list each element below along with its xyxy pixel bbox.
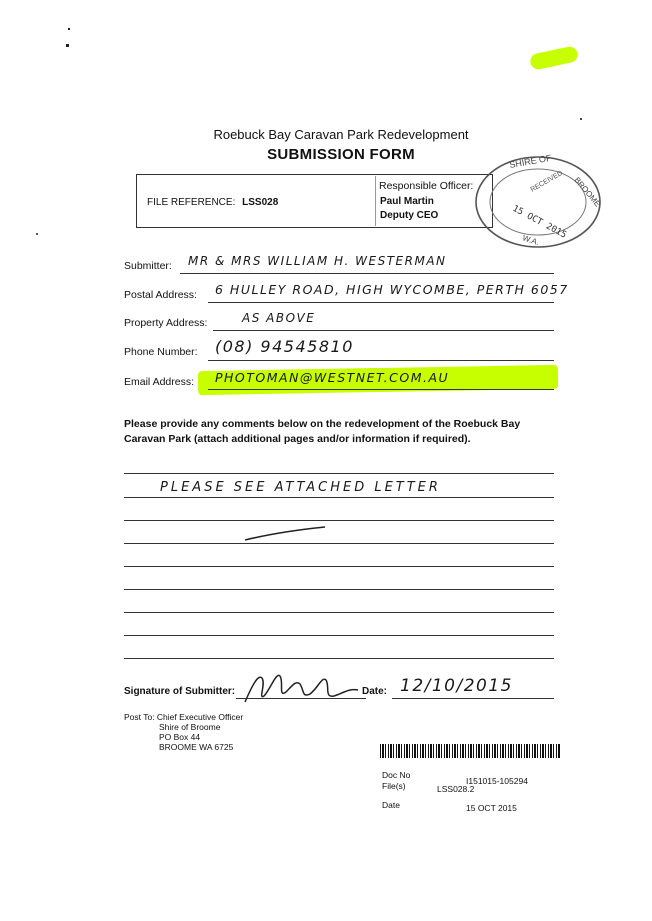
- comment-pen-stroke: [244, 526, 326, 541]
- form-subtitle: Roebuck Bay Caravan Park Redevelopment: [213, 127, 469, 142]
- post-to-line4: BROOME WA 6725: [159, 742, 234, 752]
- submitter-rule: [180, 273, 554, 274]
- email-rule: [208, 389, 554, 390]
- post-to-line2: Shire of Broome: [159, 722, 221, 732]
- comment-line: [124, 497, 554, 498]
- received-stamp: SHIRE OF BROOME RECEIVED 15 OCT 2015 W.A…: [475, 153, 602, 248]
- speck: [66, 44, 69, 47]
- doc-no-value: I151015-105294: [466, 776, 528, 786]
- reference-divider: [375, 176, 376, 226]
- file-reference-label: FILE REFERENCE: LSS028: [147, 197, 279, 208]
- phone-rule: [208, 360, 554, 361]
- form-title: SUBMISSION FORM: [267, 146, 415, 163]
- post-to-line3: PO Box 44: [159, 732, 201, 742]
- doc-date-value: 15 OCT 2015: [466, 803, 517, 813]
- comment-line: [124, 543, 554, 544]
- officer-title: Deputy CEO: [380, 210, 439, 221]
- highlighter-mark: [528, 45, 580, 71]
- doc-date-label: Date: [382, 800, 400, 810]
- comment-line: [124, 520, 554, 521]
- email-label: Email Address:: [124, 376, 195, 388]
- date-label: Date:: [362, 686, 388, 697]
- postal-label: Postal Address:: [124, 289, 197, 301]
- comment-line: [124, 635, 554, 636]
- property-label: Property Address:: [124, 317, 208, 329]
- post-to-line1: Post To: Chief Executive Officer: [124, 712, 244, 722]
- doc-no-label: Doc No: [382, 770, 411, 780]
- comment-line: [124, 612, 554, 613]
- signature-date: 12/10/2015: [400, 676, 513, 696]
- comment-text: PLEASE SEE ATTACHED LETTER: [160, 480, 441, 495]
- signature-label: Signature of Submitter:: [124, 686, 236, 697]
- stamp-received: RECEIVED: [530, 170, 565, 194]
- comment-line: [124, 589, 554, 590]
- comment-line: [124, 566, 554, 567]
- property-value: AS ABOVE: [242, 311, 316, 325]
- signature-scribble: [244, 674, 359, 703]
- speck: [36, 233, 38, 235]
- reference-box: [136, 174, 493, 228]
- postal-rule: [208, 302, 554, 303]
- barcode: [380, 744, 560, 758]
- file-reference-value: LSS028: [242, 197, 279, 208]
- postal-value: 6 HULLEY ROAD, HIGH WYCOMBE, PERTH 6057: [215, 282, 569, 297]
- comment-line: [124, 658, 554, 659]
- files-label: File(s): [382, 781, 406, 791]
- submitter-value: MR & MRS WILLIAM H. WESTERMAN: [188, 254, 447, 268]
- signature-rule: [236, 698, 366, 699]
- files-value: LSS028.2: [437, 784, 475, 794]
- stamp-shire: SHIRE OF: [509, 153, 553, 170]
- comments-prompt: Please provide any comments below on the…: [124, 418, 521, 445]
- email-value: PHOTOMAN@WESTNET.COM.AU: [215, 370, 450, 385]
- submitter-label: Submitter:: [124, 260, 172, 272]
- phone-label: Phone Number:: [124, 346, 198, 358]
- speck: [68, 28, 70, 30]
- officer-name: Paul Martin: [380, 196, 434, 207]
- property-rule: [213, 330, 554, 331]
- date-rule: [392, 698, 554, 699]
- comment-line: [124, 473, 554, 474]
- responsible-officer-label: Responsible Officer:: [379, 180, 474, 192]
- phone-value: (08) 94545810: [215, 337, 354, 356]
- speck: [580, 118, 582, 120]
